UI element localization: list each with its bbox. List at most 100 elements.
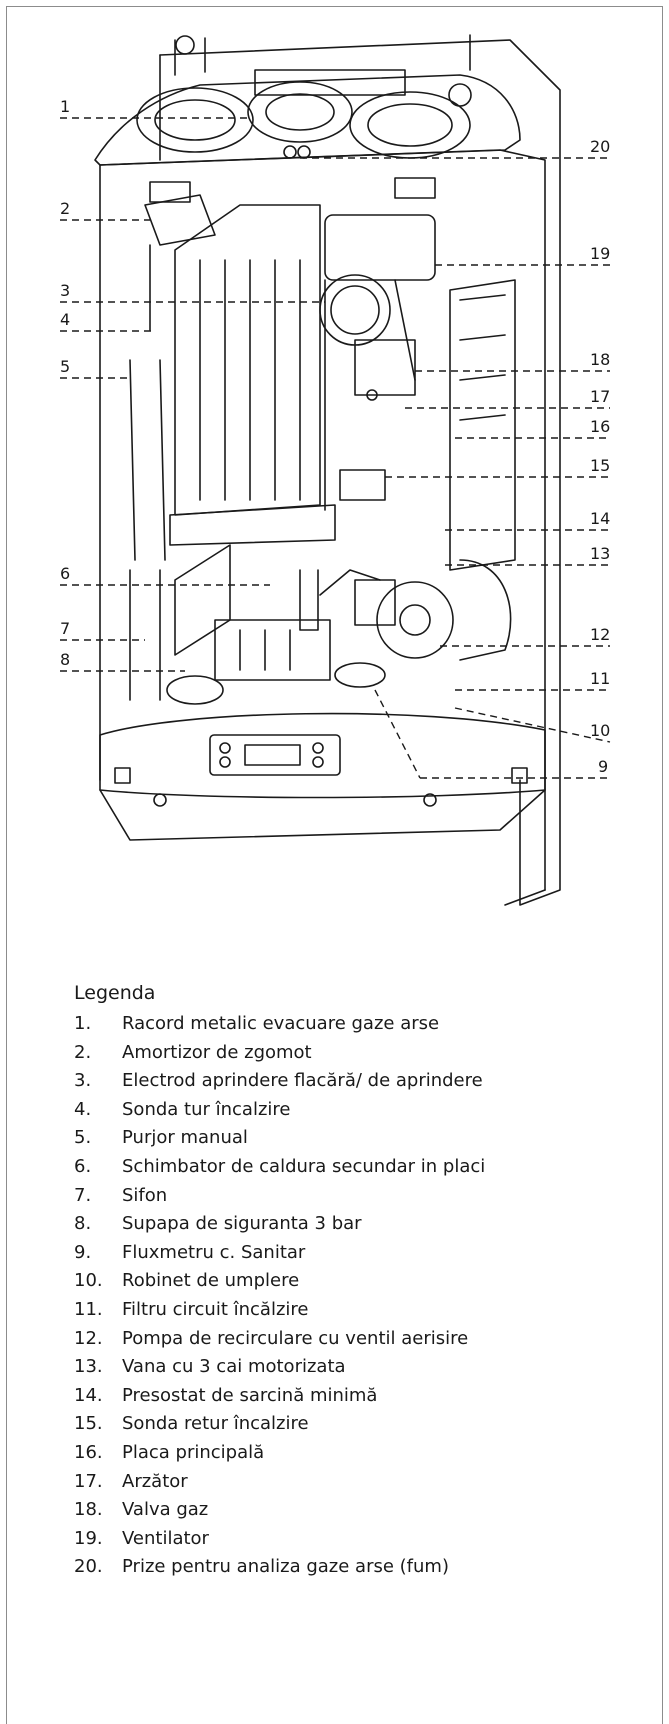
callout-18: 18 xyxy=(590,350,610,369)
legend-item-text: Supapa de siguranta 3 bar xyxy=(122,1213,362,1235)
display-window xyxy=(244,744,301,766)
callout-numbers: 1 2 3 4 5 6 7 8 9 10 11 12 13 14 15 16 1… xyxy=(60,97,610,776)
top-clip-right xyxy=(394,177,436,199)
burner-column xyxy=(324,279,416,511)
callout-16: 16 xyxy=(590,417,610,436)
legend-item: 10. Robinet de umplere xyxy=(74,1267,634,1296)
legend-item-number: 17. xyxy=(74,1470,103,1492)
legend-item-number: 16. xyxy=(74,1441,103,1463)
callout-11: 11 xyxy=(590,669,610,688)
legend-item-text: Racord metalic evacuare gaze arse xyxy=(122,1013,440,1034)
legend-item-number: 4. xyxy=(74,1098,92,1120)
recirculation-pump xyxy=(376,581,454,659)
legend-item-text: Filtru circuit încălzire xyxy=(122,1298,309,1320)
flue-collar-center xyxy=(247,81,353,143)
panel-screw-right xyxy=(511,767,528,784)
top-mount-brackets xyxy=(174,34,471,76)
callout-3: 3 xyxy=(60,281,70,300)
callout-12: 12 xyxy=(590,625,610,644)
top-vent-slots xyxy=(254,69,406,96)
callout-19: 19 xyxy=(590,244,610,263)
legend-item-text: Ventilator xyxy=(122,1527,209,1549)
control-panel-fascia xyxy=(99,712,546,799)
legend-item: 9. Fluxmetru c. Sanitar xyxy=(74,1239,634,1268)
flue-collar-right-inner xyxy=(367,103,453,147)
legend-item-number: 9. xyxy=(74,1241,92,1263)
legend-item: 15. Sonda retur încalzire xyxy=(74,1410,634,1439)
legend-item-text: Presostat de sarcină minimă xyxy=(122,1384,378,1406)
legend-item-number: 10. xyxy=(74,1270,103,1292)
callout-5: 5 xyxy=(60,357,70,376)
callout-13: 13 xyxy=(590,544,610,563)
legend-item-number: 5. xyxy=(74,1127,92,1149)
casing-back-panel xyxy=(159,39,561,906)
legend-item-text: Sonda retur încalzire xyxy=(122,1413,309,1435)
fan-outlet-inner xyxy=(330,285,380,335)
legend-item: 13.Vana cu 3 cai motorizata xyxy=(74,1353,634,1382)
pump-volute xyxy=(459,559,512,661)
legend-item: 7.Sifon xyxy=(74,1182,634,1211)
legend-item: 14.Presostat de sarcină minimă xyxy=(74,1382,634,1411)
control-button-4 xyxy=(312,756,324,768)
legend-item-text: Amortizor de zgomot xyxy=(122,1041,312,1063)
control-button-3 xyxy=(312,742,324,754)
legend-item-number: 3. xyxy=(74,1070,92,1092)
front-frame-top xyxy=(99,149,546,891)
secondary-plate-exchanger xyxy=(174,544,231,656)
panel-screw-left xyxy=(114,767,131,784)
pressure-switch xyxy=(339,469,386,501)
legend-item: 8. Supapa de siguranta 3 bar xyxy=(74,1210,634,1239)
flue-collar-center-inner xyxy=(265,93,335,131)
noise-damper xyxy=(144,194,216,246)
callout-4: 4 xyxy=(60,310,70,329)
legend-item-text: Fluxmetru c. Sanitar xyxy=(122,1241,306,1263)
legend-item-number: 12. xyxy=(74,1327,103,1349)
legend-item-number: 11. xyxy=(74,1298,103,1320)
legend-item-number: 13. xyxy=(74,1356,103,1378)
legend-item-number: 15. xyxy=(74,1413,103,1435)
fan-housing xyxy=(324,214,436,281)
flue-sample-point-a xyxy=(283,145,297,159)
legend-item-number: 7. xyxy=(74,1184,92,1206)
legend-item-text: Schimbator de caldura secundar in placi xyxy=(122,1155,486,1177)
legend-item: 17.Arzător xyxy=(74,1468,634,1497)
boiler-illustration: 1 2 3 4 5 6 7 8 9 10 11 12 13 14 15 16 1… xyxy=(60,34,610,906)
legend-item-number: 20. xyxy=(74,1556,103,1578)
left-pipe-lower xyxy=(129,359,166,561)
legend-item: 4.Sonda tur încalzire xyxy=(74,1096,634,1125)
legend-item: 1.Racord metalic evacuare gaze arse xyxy=(74,1010,634,1039)
legend-item-number: 8. xyxy=(74,1213,92,1235)
heat-exchanger-fins xyxy=(199,259,301,501)
gas-valve-body xyxy=(354,339,416,396)
leader-9-diagonal xyxy=(374,689,421,779)
control-button-2 xyxy=(219,756,231,768)
flue-collar-left-inner xyxy=(154,99,236,141)
bottom-screw-right xyxy=(423,793,437,807)
legend-item-text: Valva gaz xyxy=(122,1499,209,1521)
bottom-screw-left xyxy=(153,793,167,807)
safety-valve-collar xyxy=(166,675,224,705)
callout-7: 7 xyxy=(60,619,70,638)
legend-item: 18.Valva gaz xyxy=(74,1496,634,1525)
callout-1: 1 xyxy=(60,97,70,116)
manifold-ports xyxy=(239,629,291,671)
main-board-traces xyxy=(459,294,506,421)
main-board xyxy=(449,279,516,571)
callout-20: 20 xyxy=(590,137,610,156)
legend-item: 3.Electrod aprindere flacără/ de aprinde… xyxy=(74,1067,634,1096)
bottom-tray xyxy=(99,789,546,841)
callout-8: 8 xyxy=(60,650,70,669)
legend-title: Legenda xyxy=(74,982,156,1004)
legend-item: 12.Pompa de recirculare cu ventil aerisi… xyxy=(74,1325,634,1354)
siphon-column xyxy=(129,569,161,701)
callout-2: 2 xyxy=(60,199,70,218)
callout-6: 6 xyxy=(60,564,70,583)
primary-heat-exchanger xyxy=(174,204,321,516)
flue-sample-point-b xyxy=(297,145,311,159)
callout-10: 10 xyxy=(590,721,610,740)
legend-item: 5.Purjor manual xyxy=(74,1124,634,1153)
front-frame-bottom-right xyxy=(504,889,546,906)
legend-item-text: Robinet de umplere xyxy=(122,1270,300,1292)
domestic-pipe xyxy=(299,569,319,631)
legend-item: 11. Filtru circuit încălzire xyxy=(74,1296,634,1325)
